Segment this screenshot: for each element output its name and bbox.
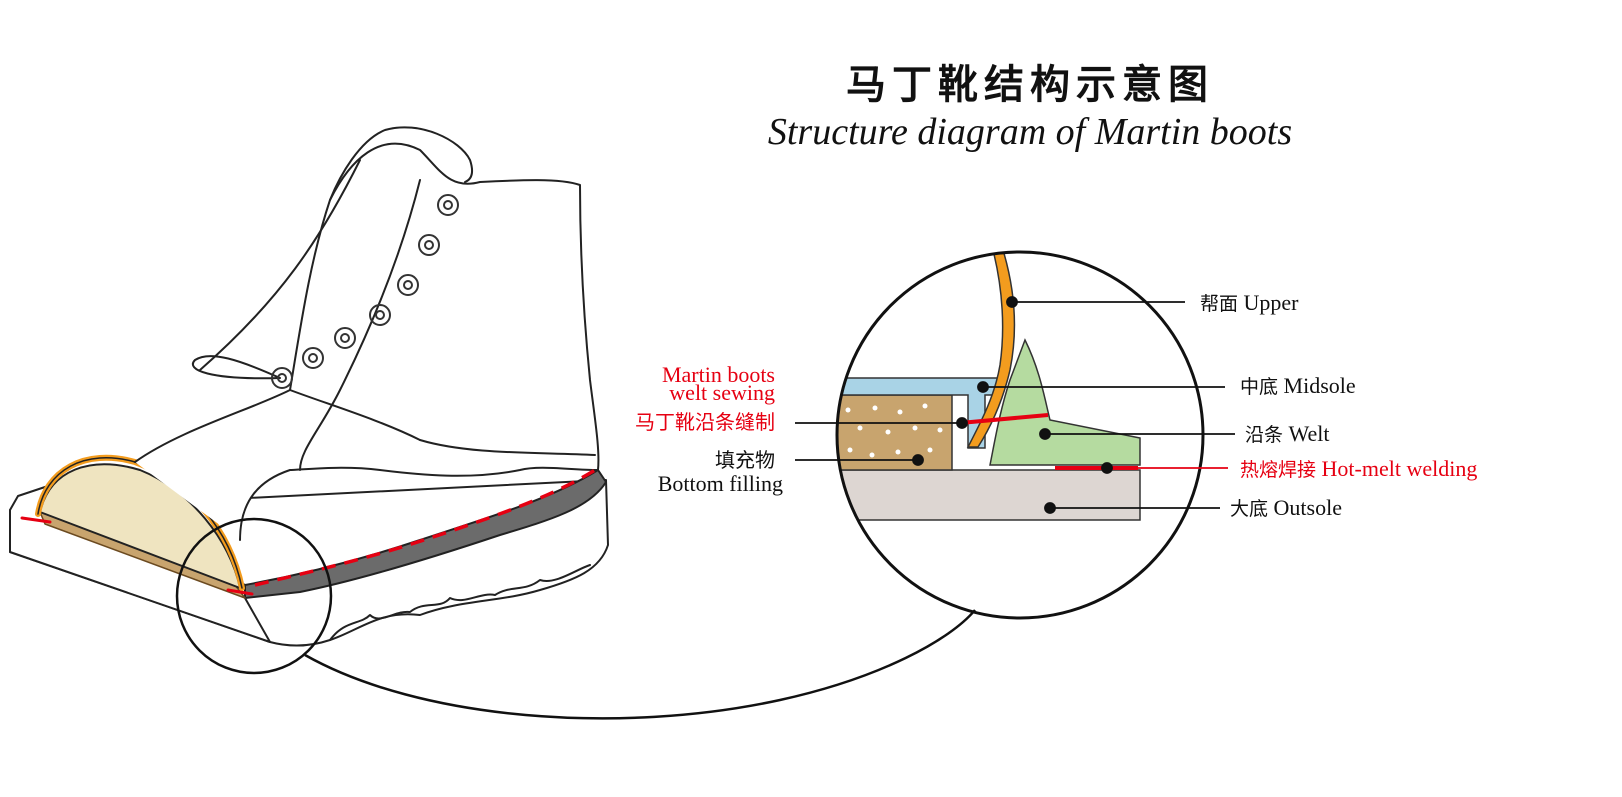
title-english: Structure diagram of Martin boots: [767, 111, 1293, 153]
boot-body: [134, 142, 600, 541]
section-welt-stitch: [959, 413, 1049, 425]
zoom-connector: [304, 609, 976, 720]
boot-lace-edge: [199, 159, 421, 471]
eyelet-5: [334, 327, 356, 349]
eyelet-7: [271, 367, 293, 389]
eyelet-4: [369, 304, 391, 326]
leader-lines: [795, 296, 1235, 514]
zoom-circle: [835, 250, 1205, 620]
boot-tread: [329, 564, 591, 641]
label-midsole: 中底 Midsole: [1240, 373, 1356, 398]
boot-eyelets: [271, 194, 459, 389]
zoom-source-circle: [175, 517, 333, 675]
label-hot-melt: 热熔焊接 Hot-melt welding: [1240, 456, 1478, 481]
eyelet-2: [418, 234, 440, 256]
label-outsole: 大底 Outsole: [1230, 495, 1342, 520]
section-upper: [966, 252, 1016, 448]
section-outsole: [837, 469, 1141, 521]
title-chinese: 马丁靴结构示意图: [846, 61, 1214, 108]
boot-toe-stitch: [20, 516, 254, 596]
eyelet-1: [437, 194, 459, 216]
label-welt: 沿条 Welt: [1245, 421, 1330, 446]
label-filling-cn: 填充物: [715, 448, 775, 472]
boot-lace: [192, 355, 281, 380]
label-welt-sewing-cn: 马丁靴沿条缝制: [635, 410, 775, 434]
boot-welt-stitch-dashed: [254, 468, 596, 587]
label-filling-en: Bottom filling: [657, 471, 783, 496]
filling-dots: [845, 403, 943, 458]
boot-tongue: [329, 126, 474, 201]
eyelet-6: [302, 347, 324, 369]
label-welt-sewing-en: Martin boots welt sewing: [661, 362, 775, 405]
boot-illustration: [9, 126, 609, 647]
eyelet-3: [397, 274, 419, 296]
label-upper: 帮面 Upper: [1200, 290, 1299, 315]
section-filling: [837, 394, 953, 471]
